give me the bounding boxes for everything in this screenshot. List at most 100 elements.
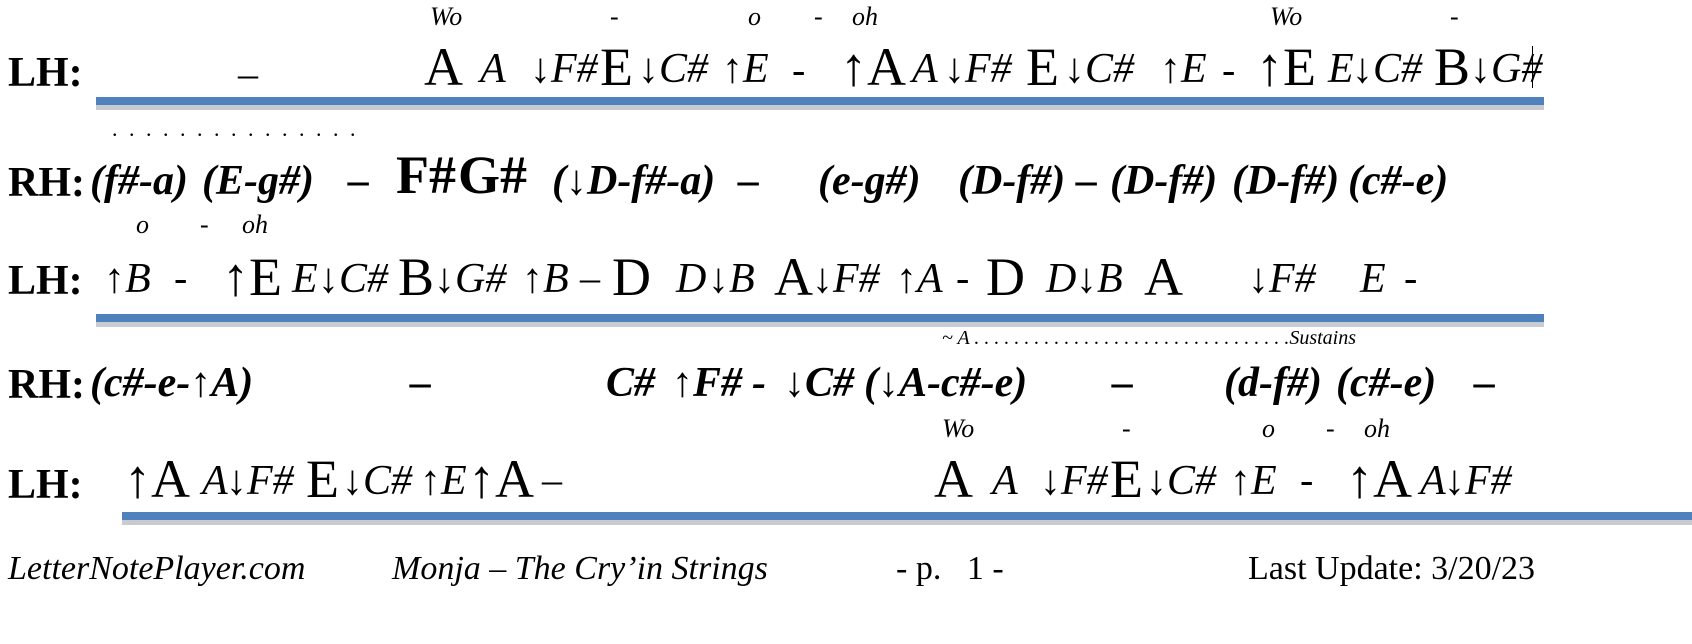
lyric: Wo xyxy=(942,414,975,443)
note: D xyxy=(1046,256,1077,302)
chord: C# xyxy=(606,360,656,406)
note: A xyxy=(934,449,973,509)
note: ↑E xyxy=(1230,458,1277,504)
note: – xyxy=(542,457,562,502)
chord: – xyxy=(410,360,431,406)
note: - xyxy=(792,47,806,92)
note: E xyxy=(292,256,318,302)
note: A xyxy=(774,247,813,307)
note: ↑A xyxy=(896,256,943,302)
note: A xyxy=(1420,458,1446,504)
lyric: - xyxy=(1450,2,1459,31)
note: ↓C# xyxy=(1352,46,1423,92)
chord: F# xyxy=(396,145,456,205)
note: ↓F# xyxy=(1444,458,1512,504)
lyric: Wo xyxy=(1270,2,1303,31)
note: ↑E xyxy=(722,46,769,92)
note: ↓C# xyxy=(1064,46,1135,92)
note: ↓C# xyxy=(1146,458,1217,504)
chord: ↑F# xyxy=(672,360,743,406)
note: B xyxy=(1434,37,1471,97)
staff-bar-shadow xyxy=(122,520,1692,525)
note: E xyxy=(1360,256,1386,302)
note: ↑E xyxy=(1256,37,1316,97)
note: ↓F# xyxy=(530,46,598,92)
note: ↓B xyxy=(708,256,755,302)
staff-bar xyxy=(96,97,1544,105)
lyric: - xyxy=(610,2,619,31)
right-hand-label: RH: xyxy=(8,362,85,408)
note: D xyxy=(612,247,651,307)
note: A xyxy=(480,46,506,92)
chord: - xyxy=(752,360,766,406)
left-hand-label: LH: xyxy=(8,50,83,96)
lyric: oh xyxy=(1364,414,1390,443)
chord: (D-f#) xyxy=(1110,158,1218,204)
note: ↓B xyxy=(1076,256,1123,302)
left-hand-label: LH: xyxy=(8,462,83,508)
staff-bar-shadow xyxy=(96,322,1544,327)
lyric: o xyxy=(1262,414,1275,443)
note: – xyxy=(580,255,600,300)
chord: (c#-e) xyxy=(1348,158,1449,204)
note: - xyxy=(956,255,970,300)
chord: ↓C# xyxy=(784,360,855,406)
note: ↓C# xyxy=(638,46,709,92)
lyric: o xyxy=(748,2,761,31)
note: ↓G# xyxy=(1470,46,1543,92)
chord: (d-f#) xyxy=(1224,360,1322,406)
note: ↓C# xyxy=(318,256,389,302)
lyric: oh xyxy=(852,2,878,31)
note: E xyxy=(1328,46,1354,92)
note: E xyxy=(600,37,633,97)
chord: (↓A-c#-e) xyxy=(864,360,1028,406)
chord: (c#-e) xyxy=(1336,360,1437,406)
chord: – xyxy=(738,158,759,204)
lyric: - xyxy=(200,210,209,239)
note: ↑E xyxy=(1160,46,1207,92)
footer-site: LetterNotePlayer.com xyxy=(8,550,306,587)
sustain-note: ~ A . . . . . . . . . . . . . . . . . . … xyxy=(942,327,1356,349)
lyric: - xyxy=(1122,414,1131,443)
note: ↓F# xyxy=(1248,256,1316,302)
note: A xyxy=(202,458,228,504)
dotted-line: . . . . . . . . . . . . . . . xyxy=(112,116,359,141)
left-hand-label: LH: xyxy=(8,258,83,304)
note: - xyxy=(1300,457,1314,502)
chord: (E-g#) xyxy=(202,158,314,204)
note: E xyxy=(306,449,339,509)
note: D xyxy=(986,247,1025,307)
note: ↑A xyxy=(124,449,190,509)
note: A xyxy=(424,37,463,97)
staff-bar xyxy=(122,512,1692,520)
note: ↓F# xyxy=(226,458,294,504)
footer-page: - p. 1 - xyxy=(896,550,1004,587)
chord: – xyxy=(1112,360,1133,406)
note: D xyxy=(676,256,707,302)
lyric: oh xyxy=(242,210,268,239)
note: ↓G# xyxy=(434,256,507,302)
text-cursor xyxy=(1532,46,1533,88)
note: ↓F# xyxy=(1040,458,1108,504)
lyric: - xyxy=(1326,414,1335,443)
staff-bar-shadow xyxy=(96,105,1544,110)
note: ↓C# xyxy=(342,458,413,504)
note: B xyxy=(398,247,435,307)
note: ↓F# xyxy=(812,256,880,302)
note: ↑B xyxy=(104,256,151,302)
chord: – xyxy=(1076,158,1097,204)
note: ↑E xyxy=(420,458,467,504)
note: – xyxy=(238,51,258,96)
note: A xyxy=(912,46,938,92)
chord: – xyxy=(348,158,369,204)
chord: G# xyxy=(458,145,528,205)
note: A xyxy=(992,458,1018,504)
chord: (D-f#) xyxy=(1232,158,1340,204)
footer-update: Last Update: 3/20/23 xyxy=(1248,550,1536,587)
note: ↑A xyxy=(1346,449,1412,509)
chord: (D-f#) xyxy=(958,158,1066,204)
lyric: Wo xyxy=(430,2,463,31)
lyric: o xyxy=(136,210,149,239)
chord: (c#-e-↑A) xyxy=(90,360,254,406)
lyric: - xyxy=(814,2,823,31)
